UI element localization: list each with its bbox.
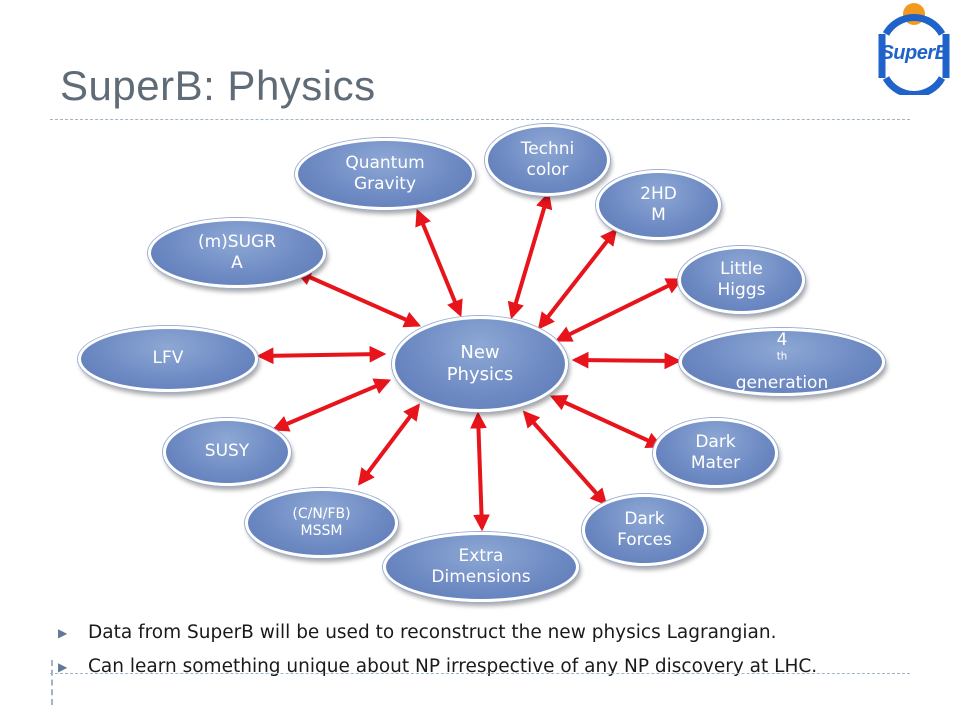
node-lfv-line1: LFV bbox=[152, 348, 184, 369]
node-4th-generation-sup: th bbox=[776, 351, 788, 363]
bottom-divider bbox=[50, 673, 910, 674]
arrow-cnfb-mssm bbox=[357, 403, 421, 486]
node-quantum-gravity-line2: Gravity bbox=[353, 174, 417, 194]
node-msugra-line1: (m)SUGR bbox=[197, 231, 277, 252]
node-new-physics-line1: New bbox=[460, 341, 500, 363]
node-technicolor-line2: color bbox=[526, 160, 569, 180]
arrow-msugra bbox=[294, 269, 422, 328]
node-quantum-gravity-line1: Quantum bbox=[345, 152, 425, 173]
arrow-quantum-gravity bbox=[415, 208, 463, 318]
arrow-4th-generation bbox=[571, 351, 682, 370]
bullet-item: ▶ Data from SuperB will be used to recon… bbox=[58, 622, 938, 656]
arrow-technicolor bbox=[507, 191, 553, 320]
node-cnfb-mssm-line2: MSSM bbox=[300, 523, 343, 539]
node-little-higgs-line1: Little bbox=[720, 258, 763, 279]
node-2hdm-line2: M bbox=[651, 205, 666, 225]
node-extra-dimensions-line1: Extra bbox=[458, 545, 504, 566]
node-extra-dimensions-line2: Dimensions bbox=[431, 567, 531, 587]
arrow-extra-dimensions bbox=[470, 411, 490, 532]
bullet-text: Can learn something unique about NP irre… bbox=[88, 656, 818, 677]
node-cnfb-mssm-line1: (C/N/FB) bbox=[292, 505, 351, 522]
node-dark-forces-line1: Dark bbox=[624, 508, 665, 529]
title-divider bbox=[50, 119, 910, 120]
node-dark-forces-line2: Forces bbox=[617, 530, 672, 550]
arrow-2hdm bbox=[537, 228, 618, 330]
node-lfv: LFV bbox=[78, 326, 258, 392]
bullet-text: Data from SuperB will be used to reconst… bbox=[88, 622, 777, 643]
node-technicolor-line1: Techni bbox=[520, 138, 575, 159]
node-dark-mater-line2: Mater bbox=[690, 453, 741, 473]
left-divider bbox=[51, 660, 53, 705]
node-little-higgs-line2: Higgs bbox=[717, 280, 766, 300]
arrow-dark-forces bbox=[522, 410, 608, 506]
superb-logo-icon: SuperB bbox=[872, 0, 957, 98]
right-triangle-icon: ▶ bbox=[58, 660, 68, 674]
node-susy: SUSY bbox=[163, 418, 291, 486]
node-4th-generation-line2: generation bbox=[735, 372, 829, 393]
node-cnfb-mssm: (C/N/FB)MSSM bbox=[245, 488, 398, 558]
arrow-dark-mater bbox=[549, 394, 664, 449]
node-2hdm-line1: 2HD bbox=[640, 183, 677, 204]
node-susy-line1: SUSY bbox=[204, 441, 250, 462]
node-msugra-line2: A bbox=[231, 253, 243, 273]
node-new-physics-line2: Physics bbox=[446, 364, 514, 385]
bullet-item: ▶ Can learn something unique about NP ir… bbox=[58, 656, 938, 690]
slide-title: SuperB: Physics bbox=[60, 62, 376, 109]
arrow-lfv bbox=[256, 345, 387, 365]
arrow-little-higgs bbox=[554, 278, 684, 342]
logo-text: SuperB bbox=[880, 42, 949, 64]
right-triangle-icon: ▶ bbox=[58, 626, 68, 640]
bullet-list: ▶ Data from SuperB will be used to recon… bbox=[58, 622, 938, 690]
arrow-susy bbox=[271, 378, 392, 432]
node-dark-mater-line1: Dark bbox=[695, 431, 736, 452]
node-4th-generation-num: 4 bbox=[776, 330, 788, 351]
